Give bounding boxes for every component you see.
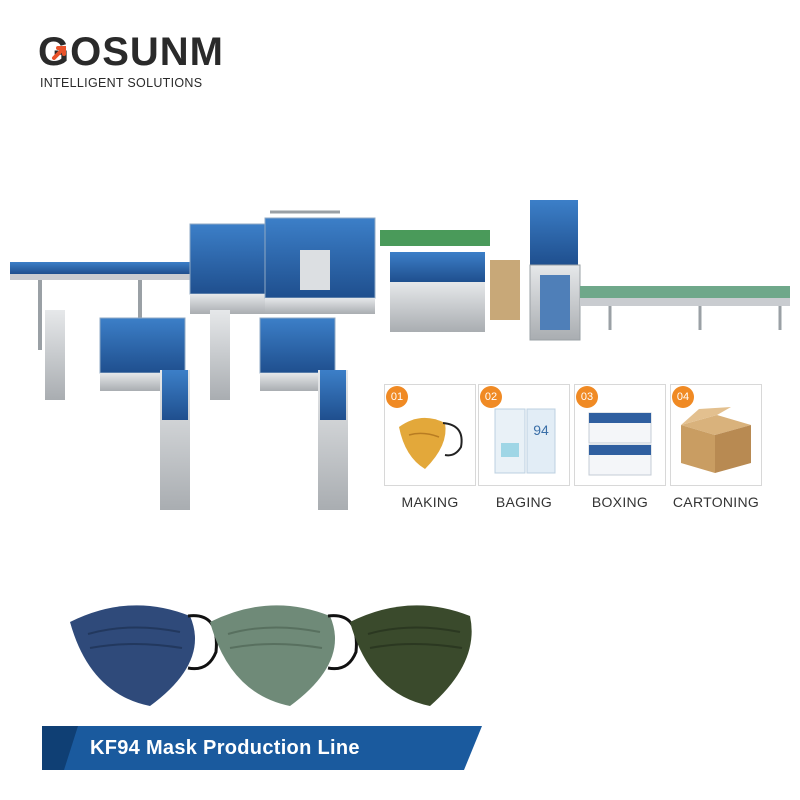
step-card [384, 384, 476, 486]
step-boxing: 03 BOXING [574, 384, 666, 514]
production-line-illustration [10, 200, 790, 510]
step-label: BAGING [495, 494, 553, 510]
step-baging: 94 02 BAGING [478, 384, 570, 514]
logo-arrow-icon [52, 46, 66, 60]
step-making: 01 MAKING [384, 384, 476, 514]
svg-text:94: 94 [533, 422, 549, 438]
step-number: 03 [576, 386, 598, 408]
mask-olive [350, 605, 472, 706]
mask-machine-left [45, 310, 190, 510]
right-conveyor [580, 286, 790, 330]
mask-icon [399, 417, 463, 469]
mask-sage [210, 605, 358, 706]
step-number: 02 [480, 386, 502, 408]
bag-icon: 94 [494, 408, 556, 474]
brand-name: GOSUNM [38, 30, 224, 74]
step-label: CARTONING [672, 494, 760, 510]
step-number: 04 [672, 386, 694, 408]
step-label: MAKING [401, 494, 459, 510]
step-cartoning: 04 CARTONING [670, 384, 762, 514]
mask-machine-right [210, 310, 348, 510]
brand-logo: GOSUNM INTELLIGENT SOLUTIONS [38, 30, 238, 90]
brand-tagline: INTELLIGENT SOLUTIONS [40, 76, 203, 90]
packaging-section [380, 200, 581, 341]
left-conveyor [10, 262, 195, 350]
mask-navy [70, 605, 218, 706]
banner-title: KF94 Mask Production Line [90, 737, 360, 759]
kf94-masks-group [70, 605, 472, 706]
step-label: BOXING [591, 494, 649, 510]
main-machine-block [189, 210, 376, 314]
step-number: 01 [386, 386, 408, 408]
box-icon [588, 412, 652, 476]
title-banner: KF94 Mask Production Line [42, 726, 482, 770]
banner-shape [42, 726, 482, 770]
carton-icon [681, 407, 751, 473]
